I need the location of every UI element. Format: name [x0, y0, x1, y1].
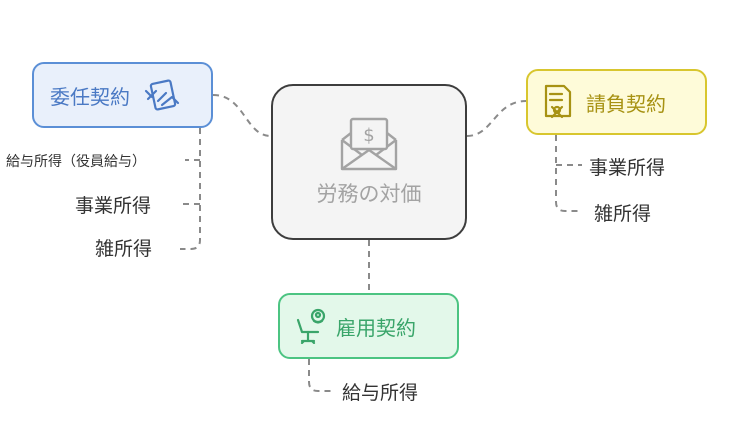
leaf-koyo-salary: 給与所得: [342, 382, 419, 404]
contract-scroll-icon: [540, 83, 576, 121]
node-inin-title: 委任契約: [50, 84, 130, 109]
node-koyo-title: 雇用契約: [336, 315, 416, 340]
link-center-inin: [212, 94, 272, 137]
leaf-inin-misc: 雑所得: [95, 238, 153, 260]
center-node-labor-compensation: $ 労務の対価: [271, 84, 467, 240]
link-ukeoi-leaves: [555, 135, 582, 212]
link-koyo-leaves: [308, 359, 334, 392]
leaf-inin-salary-officer: 給与所得（役員給与）: [6, 154, 146, 170]
center-title: 労務の対価: [316, 182, 422, 206]
node-ukeoi-contract: 請負契約: [526, 69, 707, 135]
svg-text:$: $: [363, 125, 374, 146]
handshake-document-icon: [144, 77, 180, 113]
leaf-ukeoi-misc: 雑所得: [594, 203, 652, 225]
employee-chair-icon: [294, 308, 328, 344]
leaf-ukeoi-business: 事業所得: [589, 157, 666, 179]
node-ukeoi-title: 請負契約: [586, 91, 666, 116]
link-center-ukeoi: [466, 100, 527, 137]
link-inin-leaves: [180, 128, 201, 250]
node-koyo-contract: 雇用契約: [278, 293, 459, 359]
money-envelope-icon: $: [338, 116, 400, 172]
leaf-inin-business: 事業所得: [75, 195, 152, 217]
node-inin-contract: 委任契約: [32, 62, 213, 128]
